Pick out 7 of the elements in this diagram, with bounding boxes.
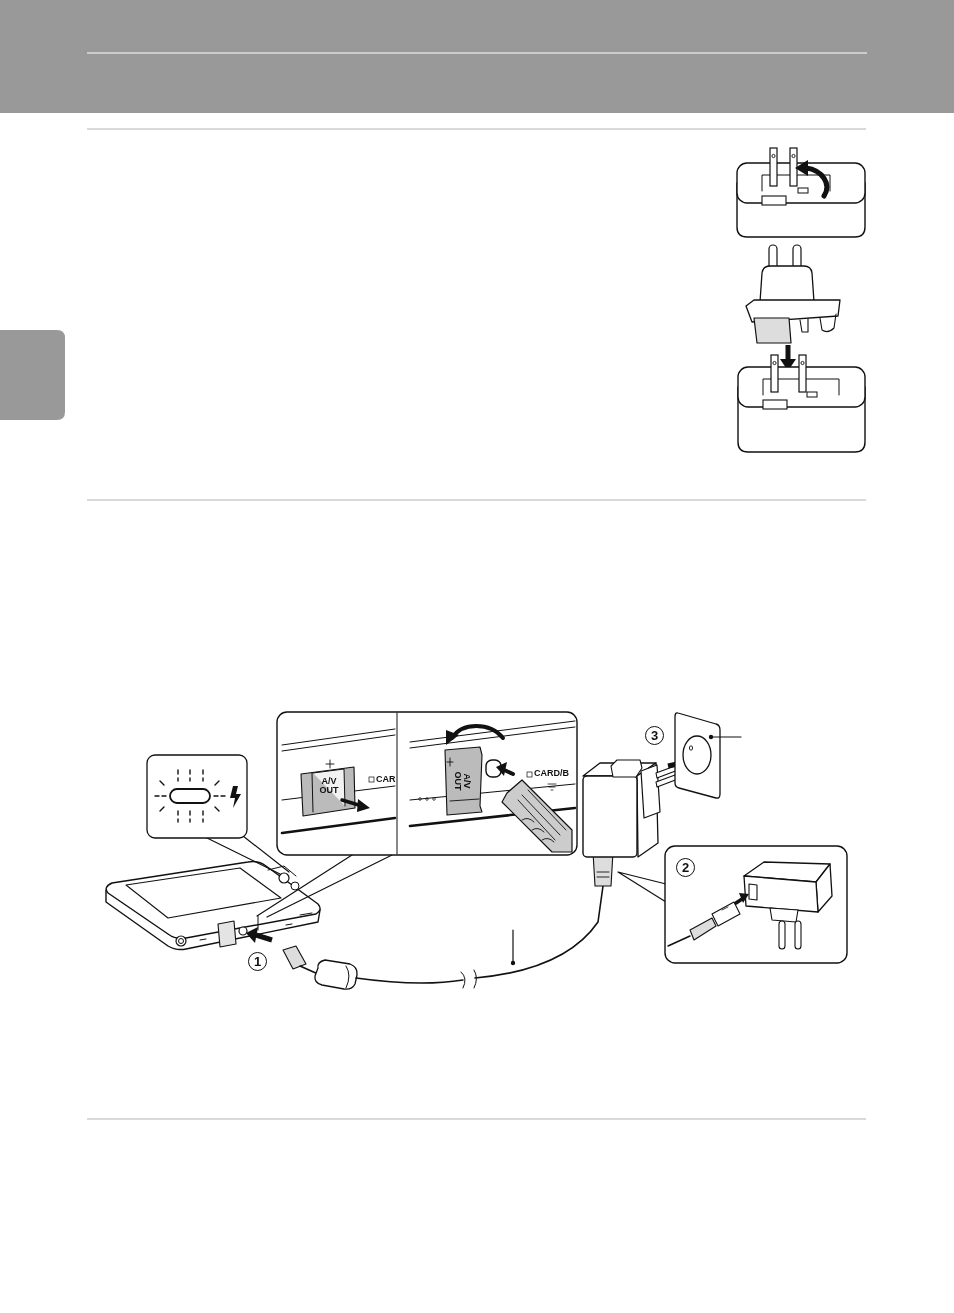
slot-marking: CAR	[376, 775, 396, 784]
slot-marking: CARD/B	[534, 769, 569, 778]
port-marking: A/V OUT	[318, 777, 340, 795]
section-tab	[0, 330, 65, 420]
callout-number: 3	[645, 726, 664, 745]
callout-number: 1	[248, 952, 267, 971]
port-marking: A/V OUT	[453, 770, 471, 793]
